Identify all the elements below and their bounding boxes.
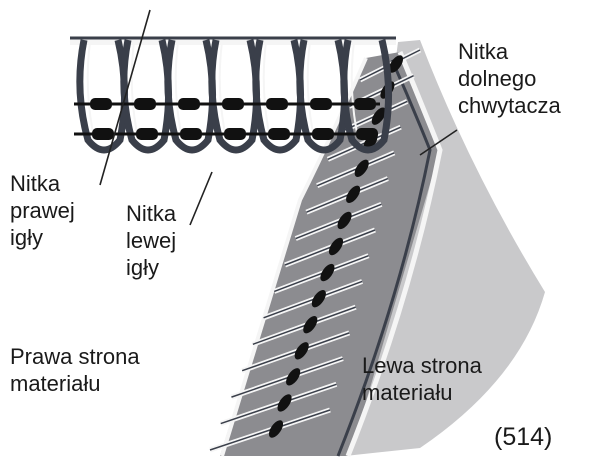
loop-highlight <box>88 42 94 138</box>
label-line: prawej <box>10 197 75 224</box>
label-looper-thread: Nitka dolnego chwytacza <box>458 38 561 119</box>
label-right-needle-thread: Nitka prawej igły <box>10 170 75 251</box>
label-line: materiału <box>10 370 140 397</box>
loop-highlight <box>264 42 270 138</box>
label-line: Nitka <box>10 170 75 197</box>
label-right-side-fabric: Prawa strona materiału <box>10 343 140 397</box>
label-line: lewej <box>126 227 176 254</box>
label-left-needle-thread: Nitka lewej igły <box>126 200 176 281</box>
label-line: Nitka <box>126 200 176 227</box>
loop-highlight <box>176 42 182 138</box>
label-line: Prawa strona <box>10 343 140 370</box>
loop-highlight <box>308 42 314 138</box>
leader-right-needle <box>100 10 150 185</box>
label-line: dolnego <box>458 65 561 92</box>
label-line: chwytacza <box>458 92 561 119</box>
figure-number: (514) <box>494 424 552 451</box>
label-left-side-fabric: Lewa strona materiału <box>362 352 482 406</box>
label-line: igły <box>10 224 75 251</box>
label-line: igły <box>126 254 176 281</box>
leader-left-needle <box>190 172 212 225</box>
top-stitch-band <box>70 38 396 150</box>
label-line: materiału <box>362 379 482 406</box>
label-line: Nitka <box>458 38 561 65</box>
loop-highlight <box>220 42 226 138</box>
label-line: Lewa strona <box>362 352 482 379</box>
